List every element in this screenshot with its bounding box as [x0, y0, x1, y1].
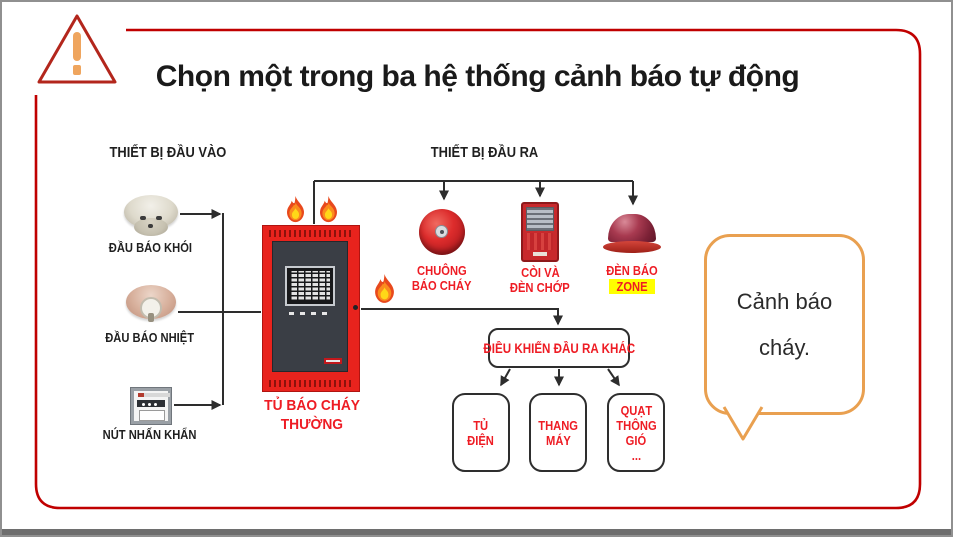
fire-alarm-panel-icon	[262, 225, 360, 392]
other-output-control-box: ĐIỀU KHIỂN ĐẦU RA KHÁC	[483, 328, 635, 368]
output-section-header: THIẾT BỊ ĐẦU RA	[430, 144, 538, 161]
callout-bubble-tail	[722, 406, 764, 441]
zone-lamp-base	[603, 241, 661, 253]
slide-title: Chọn một trong ba hệ thống cảnh báo tự đ…	[155, 60, 800, 93]
zone-lamp-icon	[608, 214, 656, 242]
input-section-header: THIẾT BỊ ĐẦU VÀO	[109, 144, 227, 161]
smoke-detector-label: ĐẦU BÁO KHÓI	[108, 240, 192, 255]
panel-label: TỦ BÁO CHÁY THƯỜNG	[264, 397, 360, 433]
slide-border	[34, 28, 922, 510]
exclamation-icon	[73, 32, 81, 61]
panel-led-display	[285, 266, 335, 306]
heat-detector-label: ĐẦU BÁO NHIỆT	[105, 330, 195, 345]
panel-brand-label	[324, 358, 342, 364]
warning-triangle-icon	[37, 14, 117, 84]
fire-bell-icon	[419, 209, 465, 255]
connector-lines	[174, 180, 638, 410]
smoke-detector-icon	[124, 192, 178, 238]
callout-line1: Cảnh báo	[736, 288, 833, 314]
flame-icon	[287, 196, 304, 223]
electrical-cabinet-box: TỦ ĐIỆN	[452, 393, 510, 472]
panel-door	[272, 241, 348, 372]
horn-strobe-label: CÒI VÀ ĐÈN CHỚP	[510, 265, 570, 295]
heat-detector-icon	[126, 283, 176, 329]
bottom-bar	[2, 529, 951, 535]
flame-icon	[375, 274, 394, 303]
ventilation-fan-box: QUẠT THÔNG GIÓ ...	[607, 393, 665, 472]
elevator-box: THANG MÁY	[529, 393, 587, 472]
fire-bell-label: CHUÔNG BÁO CHÁY	[412, 263, 472, 293]
manual-call-point-icon	[131, 388, 171, 424]
manual-call-point-label: NÚT NHẤN KHẨN	[103, 427, 197, 442]
horn-strobe-icon	[521, 202, 559, 262]
zone-lamp-label: ĐÈN BÁO ZONE	[606, 263, 658, 294]
callout-bubble: Cảnh báo cháy.	[704, 234, 865, 415]
flame-icon	[320, 196, 337, 223]
callout-line2: cháy.	[759, 334, 810, 360]
panel-screw	[353, 305, 358, 310]
